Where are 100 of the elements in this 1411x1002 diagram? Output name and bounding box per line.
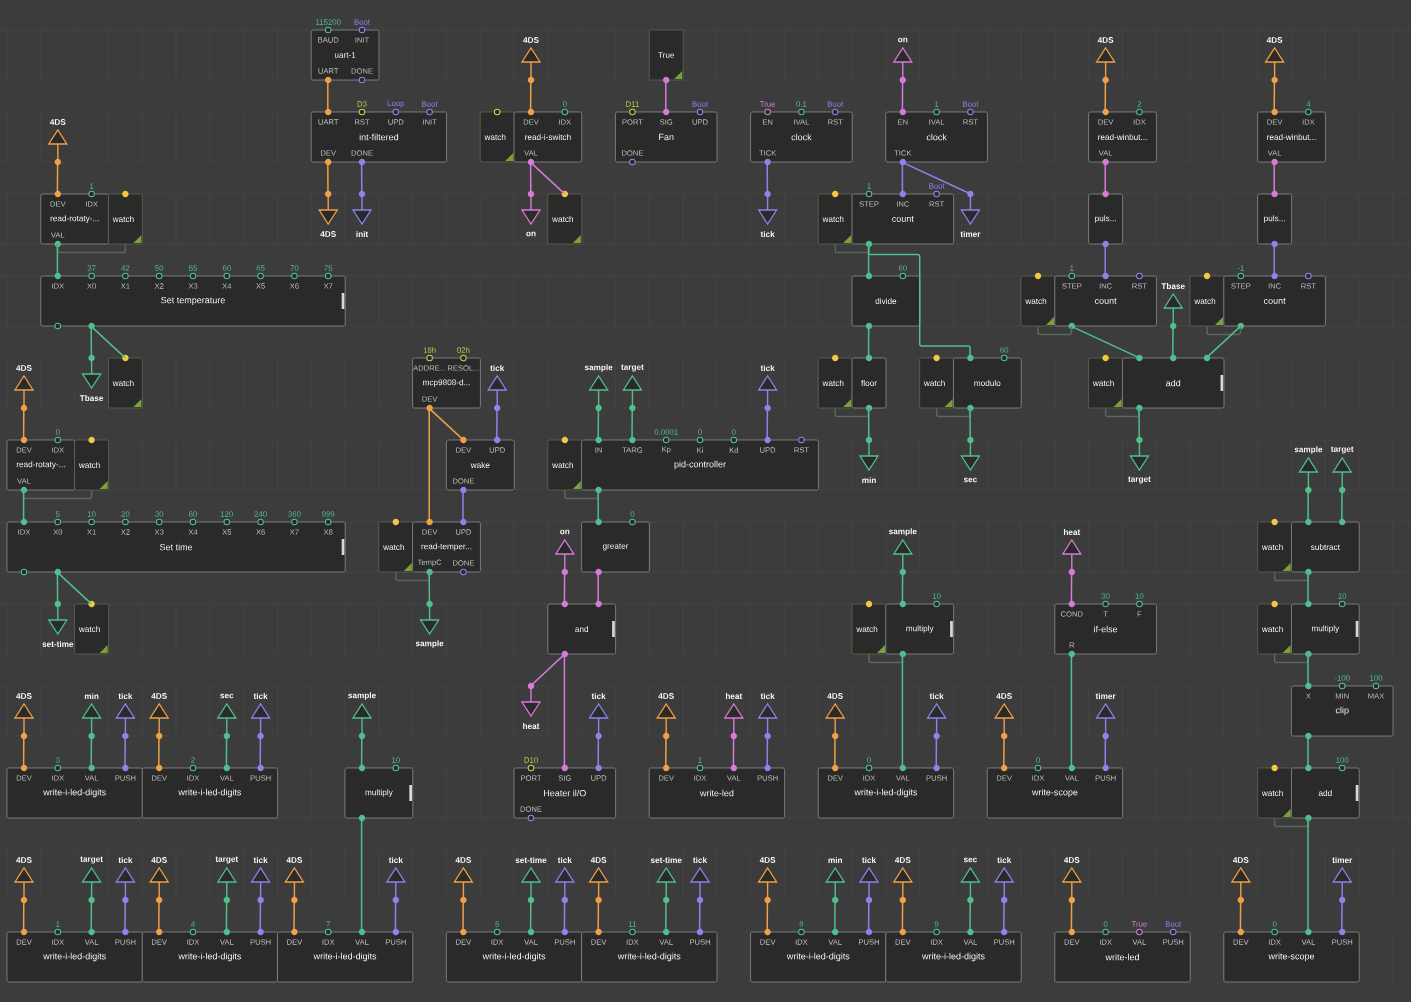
wire: [901, 161, 971, 195]
node-label: tick: [557, 857, 572, 864]
wire: [1307, 571, 1309, 605]
wire: [1172, 325, 1174, 359]
input-terminal: set-time: [650, 857, 682, 904]
wire: [360, 735, 363, 769]
wire: [901, 79, 904, 113]
wire: [22, 407, 25, 441]
node-label: tick: [253, 693, 268, 700]
wire: [395, 571, 430, 582]
wire: [834, 243, 870, 254]
wire: [1003, 735, 1005, 769]
node-label: 4DS: [996, 693, 1012, 699]
wire: [56, 243, 127, 254]
wire: [1070, 571, 1073, 605]
watch-node: watch: [851, 600, 887, 655]
node-label: 4DS: [320, 231, 336, 237]
node-label: timer: [1332, 857, 1353, 864]
input-terminal: 4DS: [1264, 37, 1285, 84]
wire: [1104, 407, 1140, 418]
wire: [1205, 325, 1242, 359]
wire: [1104, 79, 1107, 113]
node-label: tick: [760, 364, 775, 372]
wire: [1273, 79, 1276, 113]
watch-node: watch: [547, 190, 583, 245]
input-terminal: tick: [250, 693, 271, 740]
node-label: tick: [760, 693, 775, 700]
wire: [901, 899, 904, 933]
input-terminal: 4DS: [149, 857, 170, 904]
wire: [225, 899, 228, 933]
node-label: 4DS: [759, 857, 776, 863]
wire: [564, 489, 599, 500]
function-node: greater: [581, 518, 650, 576]
node-label: 4DS: [894, 857, 911, 863]
node-label: init: [356, 231, 369, 238]
wire: [90, 899, 93, 933]
node-label: timer: [1095, 693, 1116, 700]
wire: [22, 489, 93, 500]
wire: [225, 735, 228, 769]
watch-node: watch: [919, 354, 954, 409]
wire: [1273, 571, 1309, 582]
node-label: on: [560, 529, 570, 535]
input-terminal: target: [80, 856, 103, 904]
input-terminal: timer: [1095, 693, 1116, 740]
output-terminal: sample: [415, 600, 444, 648]
output-terminal: target: [1128, 436, 1151, 484]
node-label: tick: [591, 693, 606, 700]
watch-node: watch: [817, 354, 853, 409]
input-terminal: tick: [250, 857, 271, 904]
wire: [969, 407, 971, 441]
wire: [158, 899, 160, 933]
wire: [1307, 817, 1309, 933]
watch-node: watch: [108, 354, 143, 409]
node-label: tick: [490, 364, 505, 372]
input-terminal: sec: [960, 857, 981, 904]
function-node: divide: [851, 272, 921, 330]
node-label: 4DS: [151, 857, 167, 863]
wire: [901, 161, 904, 195]
wire: [867, 407, 870, 441]
wire: [293, 899, 295, 933]
watch-node: watch: [1088, 354, 1123, 409]
input-terminal: 4DS: [284, 857, 305, 904]
input-terminal: min: [81, 693, 102, 740]
node-label: min: [828, 857, 842, 863]
input-terminal: sample: [348, 692, 376, 740]
node-label: sample: [1294, 446, 1323, 454]
watch-node: watch: [1020, 272, 1056, 327]
output-terminal: 4DS: [318, 190, 339, 237]
function-node: puls...: [1088, 190, 1123, 248]
wire: [462, 899, 464, 933]
node-label: min: [862, 477, 876, 483]
wire: [1307, 653, 1309, 687]
wire: [563, 571, 566, 605]
node-label: sample: [584, 364, 613, 372]
wire: [766, 735, 769, 769]
watch-node: watch: [1189, 272, 1225, 327]
node-label: 4DS: [151, 693, 167, 699]
watch-node: watch: [378, 518, 414, 573]
wire: [901, 571, 904, 605]
node-label: tick: [388, 857, 403, 864]
watch-node: watch: [108, 190, 143, 245]
node-label: sec: [963, 477, 978, 483]
wire: [360, 161, 363, 195]
wire: [22, 489, 25, 523]
wire: [360, 817, 363, 933]
wire: [766, 899, 769, 933]
input-terminal: 4DS: [994, 693, 1015, 740]
node-label: on: [526, 231, 536, 237]
wire: [1307, 735, 1309, 769]
watch-node: watch: [1257, 600, 1292, 655]
input-terminal: tick: [487, 365, 508, 412]
wire: [1273, 243, 1275, 277]
wire: [1070, 653, 1073, 769]
wire: [867, 899, 870, 933]
node-label: on: [898, 37, 908, 43]
node-label: 4DS: [590, 857, 607, 863]
node-label: 4DS: [1097, 37, 1114, 43]
node-label: 4DS: [1063, 857, 1080, 863]
wire: [1273, 161, 1275, 195]
wire: [597, 489, 599, 523]
